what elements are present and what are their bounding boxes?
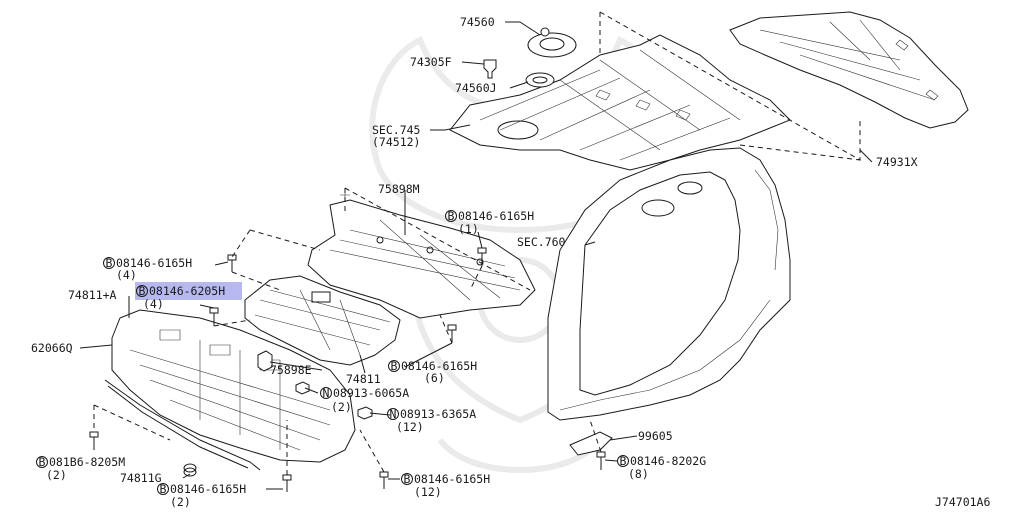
bolt-prefix: B (448, 209, 455, 223)
label-74305f[interactable]: 74305F (410, 55, 452, 69)
label-sec745[interactable]: SEC.745 (372, 123, 420, 137)
label-74811g[interactable]: 74811G (120, 471, 162, 485)
label-62066q[interactable]: 62066Q (31, 341, 73, 355)
mount-74560 (527, 27, 577, 58)
label-74560j[interactable]: 74560J (455, 81, 497, 95)
label-bolt-6165h-br[interactable]: 08146-6165H (414, 472, 490, 486)
label-bolt-6165h-left[interactable]: 08146-6165H (116, 256, 192, 270)
label-bolt-6205h[interactable]: 08146-6205H (149, 284, 225, 298)
bracket-99605 (569, 431, 613, 456)
bolt-icon (282, 474, 292, 492)
label-bolt-6165h-mid-qty: (6) (424, 371, 445, 385)
label-99605[interactable]: 99605 (638, 429, 673, 443)
assembly-lines (93, 187, 602, 475)
label-sec745-sub: (74512) (372, 135, 420, 149)
diagram-id: J74701A6 (935, 495, 990, 509)
label-nut-6065a[interactable]: 08913-6065A (333, 386, 409, 400)
bolt-prefix: B (139, 284, 146, 298)
nut-prefix: N (390, 407, 397, 421)
nut-08913-6365a (357, 406, 373, 420)
bolt-icon (447, 324, 457, 343)
label-bolt-6165h-mid[interactable]: 08146-6165H (401, 359, 477, 373)
undercover-74811a (104, 309, 356, 471)
label-bolt-8202g-qty: (8) (628, 467, 649, 481)
ring-74560j (525, 72, 555, 88)
rear-tray-74931x (729, 11, 969, 129)
label-74560[interactable]: 74560 (460, 15, 495, 29)
bolt-icon (596, 451, 606, 470)
label-bolt-6165h-top[interactable]: 08146-6165H (458, 209, 534, 223)
label-bolt-6165h-bot[interactable]: 08146-6165H (170, 482, 246, 496)
label-bolt-6165h-left-qty: (4) (116, 268, 137, 282)
nut-08913-6065a (295, 381, 310, 395)
callout-labels: 74560 74305F 74560J SEC.745 (74512) 7493… (31, 15, 990, 509)
label-bolt-8205m[interactable]: 081B6-8205M (49, 455, 125, 469)
nut-prefix: N (323, 386, 330, 400)
bolt-icon (89, 431, 99, 450)
label-75898e[interactable]: 75898E (270, 363, 312, 377)
label-74811[interactable]: 74811 (346, 372, 381, 386)
label-nut-6365a[interactable]: 08913-6365A (400, 407, 476, 421)
side-body-sec760 (547, 147, 791, 421)
highlight-box (135, 282, 242, 300)
label-bolt-8202g[interactable]: 08146-8202G (630, 454, 706, 468)
bracket-75898e (257, 350, 273, 372)
label-74931x[interactable]: 74931X (876, 155, 918, 169)
bolt-icon (227, 254, 237, 272)
label-nut-6365a-qty: (12) (396, 420, 424, 434)
label-sec760[interactable]: SEC.760 (517, 235, 566, 249)
bolt-prefix: B (404, 472, 411, 486)
label-bolt-6165h-bot-qty: (2) (170, 495, 191, 509)
clip-74305f (483, 59, 497, 79)
label-75898m[interactable]: 75898M (378, 182, 420, 196)
label-bolt-6165h-top-qty: (1) (458, 222, 479, 236)
bolt-prefix: B (620, 454, 627, 468)
cover-75898m (307, 188, 536, 319)
bolt-prefix: B (160, 482, 167, 496)
label-74811a[interactable]: 74811+A (68, 288, 117, 302)
prefix-markers: B B B B N N B B B B (36, 209, 629, 496)
bolt-prefix: B (391, 359, 398, 373)
bolt-prefix: B (39, 455, 46, 469)
bolt-prefix: B (106, 256, 113, 270)
label-bolt-6205h-qty: (4) (143, 297, 164, 311)
label-bolt-6165h-br-qty: (12) (414, 485, 442, 499)
bolt-icon (379, 471, 389, 489)
leader-lines (79, 21, 873, 490)
cover-74811 (244, 275, 401, 366)
bolts (89, 247, 606, 492)
clip-74811g (183, 463, 197, 477)
label-bolt-8205m-qty: (2) (46, 468, 67, 482)
label-nut-6065a-qty: (2) (331, 400, 352, 414)
